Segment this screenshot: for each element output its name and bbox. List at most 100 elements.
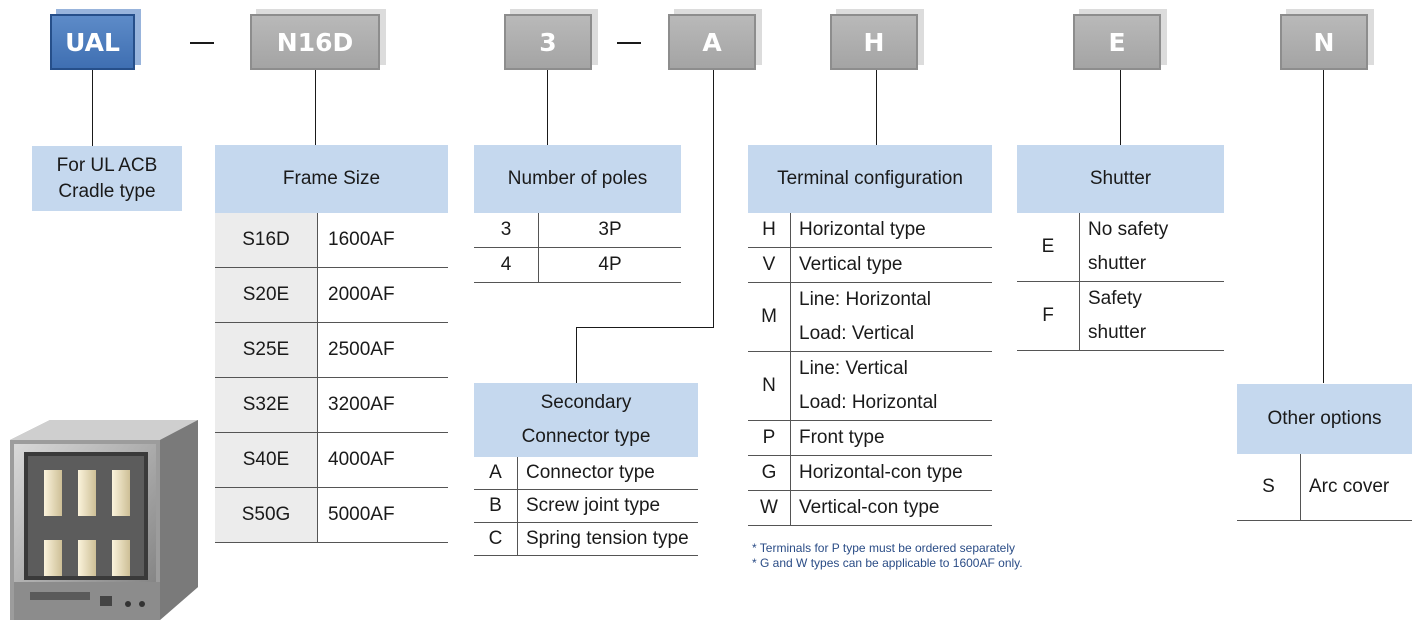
shutter-header: Shutter: [1017, 145, 1224, 213]
terminal-code: G: [748, 456, 791, 490]
other-title: Other options: [1267, 408, 1382, 429]
terminal-code: H: [748, 213, 791, 247]
terminal-row: V Vertical type: [748, 248, 992, 283]
frame-code: S40E: [215, 433, 318, 487]
frame-code: S32E: [215, 378, 318, 432]
frame-value: 2000AF: [328, 284, 395, 305]
code-other-block: N: [1280, 14, 1368, 70]
terminal-code: M: [748, 283, 791, 351]
terminal-value: Vertical type: [799, 254, 903, 275]
frame-row: S32E 3200AF: [215, 378, 448, 433]
frame-value: 5000AF: [328, 504, 395, 525]
terminal-value: Vertical-con type: [799, 497, 940, 518]
terminal-value: Front type: [799, 427, 885, 448]
frame-value: 2500AF: [328, 339, 395, 360]
shutter-value: No safety shutter: [1080, 213, 1224, 281]
terminal-code: P: [748, 421, 791, 455]
shutter-code: E: [1017, 213, 1080, 281]
secondary-connector-header: Secondary Connector type: [474, 383, 698, 457]
terminal-value: Line: Vertical Load: Horizontal: [791, 352, 992, 420]
poles-title: Number of poles: [507, 168, 648, 189]
frame-code: S50G: [215, 488, 318, 542]
terminal-value-line1: Line: Horizontal: [799, 289, 932, 310]
secondary-value: Connector type: [526, 462, 655, 483]
terminal-note-1: * Terminals for P type must be ordered s…: [752, 541, 1016, 555]
terminal-value: Line: Horizontal Load: Vertical: [791, 283, 992, 351]
secondary-value: Screw joint type: [526, 495, 661, 516]
other-value: Arc cover: [1309, 476, 1390, 497]
acb-cradle-illustration: [10, 420, 198, 620]
terminal-code: N: [748, 352, 791, 420]
shutter-value-line1: No safety: [1088, 219, 1169, 240]
secondary-title-line2: Connector type: [521, 426, 651, 447]
code-shutter-text: E: [1108, 27, 1126, 57]
code-connector-block: A: [668, 14, 756, 70]
shutter-row: F Safety shutter: [1017, 282, 1224, 351]
secondary-row: B Screw joint type: [474, 490, 698, 523]
code-ual-block: UAL: [50, 14, 135, 70]
frame-row: S25E 2500AF: [215, 323, 448, 378]
poles-value: 3P: [598, 219, 622, 240]
terminal-row: M Line: Horizontal Load: Vertical: [748, 283, 992, 352]
connector-line-connector-c: [576, 327, 577, 383]
poles-code: 3: [474, 213, 539, 247]
connector-line-shutter: [1120, 70, 1121, 145]
connector-line-ual: [92, 70, 93, 146]
terminal-value-line2: Load: Horizontal: [799, 392, 938, 413]
code-poles-text: 3: [539, 27, 557, 57]
terminal-note-2: * G and W types can be applicable to 160…: [752, 556, 1023, 570]
frame-code: S16D: [215, 213, 318, 267]
frame-value: 3200AF: [328, 394, 395, 415]
shutter-value-line2: shutter: [1088, 253, 1147, 274]
code-connector-text: A: [702, 27, 722, 57]
poles-row: 3 3P: [474, 213, 681, 248]
other-code: S: [1237, 454, 1301, 520]
connector-line-frame: [315, 70, 316, 145]
frame-code: S20E: [215, 268, 318, 322]
code-terminal-block: H: [830, 14, 918, 70]
terminal-row: G Horizontal-con type: [748, 456, 992, 491]
terminal-value: Horizontal type: [799, 219, 926, 240]
cradle-label-line2: Cradle type: [58, 180, 156, 202]
secondary-value: Spring tension type: [526, 528, 689, 549]
shutter-value-line2: shutter: [1088, 322, 1147, 343]
secondary-row: A Connector type: [474, 457, 698, 490]
secondary-row: C Spring tension type: [474, 523, 698, 556]
frame-size-title: Frame Size: [282, 168, 381, 189]
frame-value: 1600AF: [328, 229, 395, 250]
other-options-header: Other options: [1237, 384, 1412, 454]
frame-row: S16D 1600AF: [215, 213, 448, 268]
secondary-code: B: [474, 490, 518, 522]
secondary-code: C: [474, 523, 518, 555]
poles-header: Number of poles: [474, 145, 681, 213]
connector-line-connector-a: [713, 70, 714, 327]
frame-code: S25E: [215, 323, 318, 377]
cradle-type-label: For UL ACB Cradle type: [32, 146, 182, 211]
code-ual-text: UAL: [65, 27, 120, 57]
other-row: S Arc cover: [1237, 454, 1412, 521]
terminal-header: Terminal configuration: [748, 145, 992, 213]
connector-line-other: [1323, 70, 1324, 383]
code-frame-block: N16D: [250, 14, 380, 70]
shutter-value: Safety shutter: [1080, 282, 1224, 350]
frame-row: S40E 4000AF: [215, 433, 448, 488]
terminal-row: H Horizontal type: [748, 213, 992, 248]
shutter-title: Shutter: [1089, 168, 1152, 189]
terminal-row: P Front type: [748, 421, 992, 456]
code-shutter-block: E: [1073, 14, 1161, 70]
dash-2: [617, 42, 641, 44]
terminal-row: N Line: Vertical Load: Horizontal: [748, 352, 992, 421]
terminal-row: W Vertical-con type: [748, 491, 992, 526]
shutter-row: E No safety shutter: [1017, 213, 1224, 282]
terminal-code: W: [748, 491, 791, 525]
code-frame-text: N16D: [276, 27, 354, 57]
code-other-text: N: [1313, 27, 1335, 57]
poles-code: 4: [474, 248, 539, 282]
terminal-value-line1: Line: Vertical: [799, 358, 908, 379]
poles-row: 4 4P: [474, 248, 681, 283]
cradle-label-line1: For UL ACB: [56, 154, 158, 176]
terminal-code: V: [748, 248, 791, 282]
connector-line-terminal: [876, 70, 877, 145]
frame-row: S20E 2000AF: [215, 268, 448, 323]
shutter-value-line1: Safety: [1088, 288, 1142, 309]
